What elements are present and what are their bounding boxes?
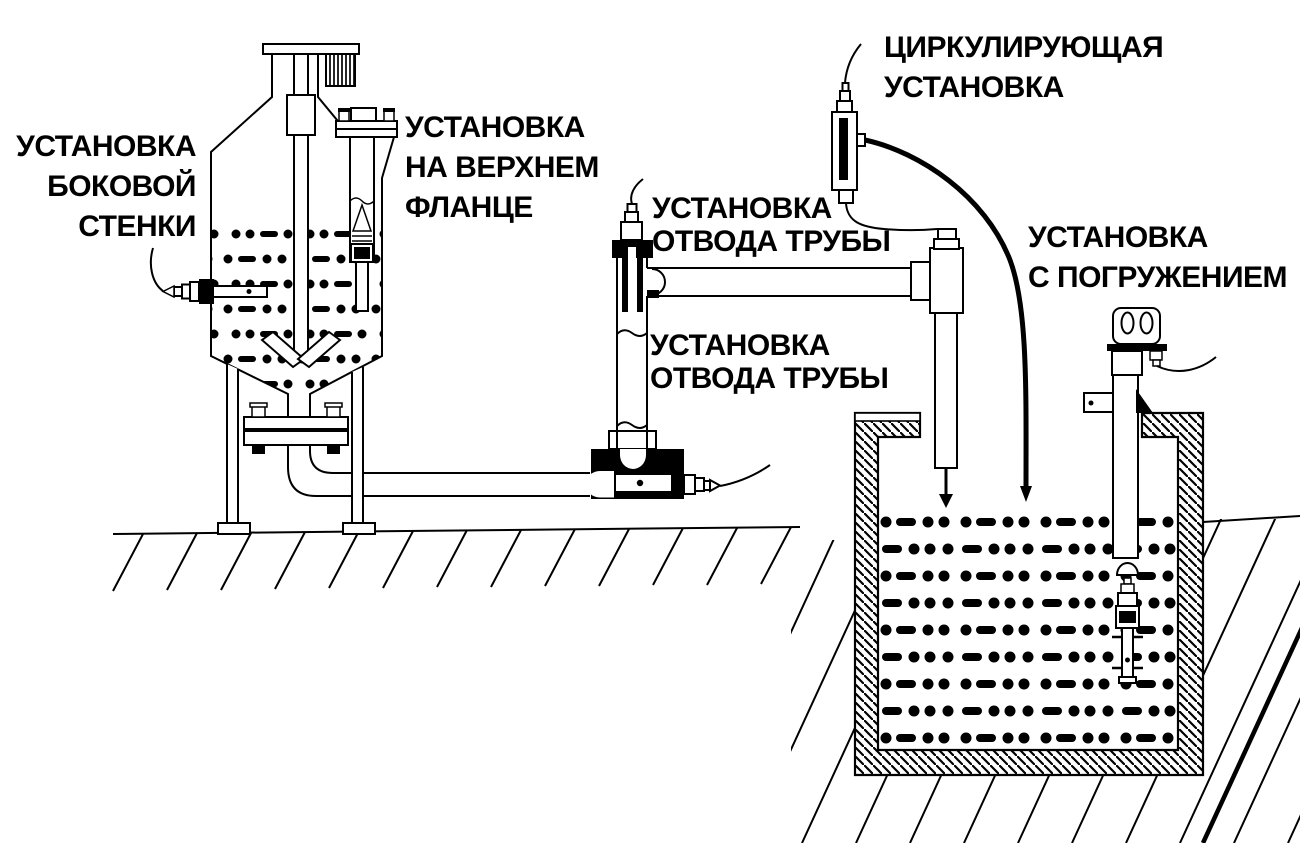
label-top-flange-installation: УСТАНОВКА НА ВЕРХНЕМ ФЛАНЦЕ	[405, 108, 599, 228]
branch-flange	[910, 261, 931, 301]
sensor-cable	[630, 178, 644, 205]
label-circulating-installation: ЦИРКУЛИРУЮЩАЯ УСТАНОВКА	[884, 28, 1164, 108]
tank-top-plate	[262, 43, 360, 55]
immersion-assembly	[1083, 307, 1217, 684]
sensor-head	[1112, 307, 1161, 345]
label-line: УСТАНОВКА	[405, 111, 585, 144]
tee-down-tube	[934, 312, 958, 469]
tee-body	[929, 247, 964, 314]
pipe-outlet-assembly	[316, 178, 771, 499]
label-line: УСТАНОВКА	[650, 329, 830, 362]
label-line: НА ВЕРХНЕМ	[405, 151, 599, 184]
top-flange-sensor	[335, 107, 398, 312]
label-line: УСТАНОВКА	[652, 192, 832, 225]
label-side-wall-installation: УСТАНОВКА БОКОВОЙ СТЕНКИ	[16, 127, 196, 247]
sensor-cable	[719, 464, 771, 487]
flow-cell-cable	[844, 43, 862, 84]
bottom-flange	[243, 402, 349, 454]
label-line: СТЕНКИ	[78, 210, 196, 243]
tank-assembly	[149, 43, 398, 535]
sensor-cable	[1156, 356, 1217, 372]
side-wall-sensor	[149, 247, 268, 304]
pit-left-rim-cap	[854, 412, 921, 422]
label-immersion-installation: УСТАНОВКА С ПОГРУЖЕНИЕМ	[1028, 218, 1288, 298]
mount-wedge	[1136, 389, 1153, 413]
ground-hatching-left	[112, 526, 801, 592]
head-body	[1111, 350, 1143, 376]
sensor-cable	[149, 247, 164, 292]
flow-arrow-right	[1020, 486, 1032, 502]
flow-arrow-left	[939, 468, 953, 508]
connector-tube	[845, 202, 938, 232]
label-line: БОКОВОЙ	[47, 170, 196, 203]
label-line: УСТАНОВКА	[1028, 221, 1208, 254]
label-line: С ПОГРУЖЕНИЕМ	[1028, 261, 1288, 294]
tank-legs	[217, 364, 376, 535]
outlet-sensor-bottom	[683, 464, 771, 495]
label-line: УСТАНОВКА	[16, 130, 196, 163]
label-line: УСТАНОВКА	[884, 71, 1064, 104]
pit-walls	[853, 411, 1205, 777]
collection-pit	[853, 411, 1205, 777]
circulating-assembly	[646, 43, 1032, 508]
return-hose	[864, 137, 1029, 489]
submerged-electrode	[1112, 562, 1143, 684]
motor-block	[325, 53, 356, 87]
label-line: ОТВОДА ТРУБЫ	[650, 362, 889, 395]
label-line: ФЛАНЦЕ	[405, 191, 533, 224]
agitator	[260, 55, 342, 369]
label-line: ЦИРКУЛИРУЮЩАЯ	[884, 31, 1164, 64]
label-pipe-outlet-installation-lower: УСТАНОВКА ОТВОДА ТРУБЫ	[650, 329, 889, 395]
outlet-sensor-top	[612, 178, 653, 258]
label-pipe-outlet-installation-upper: УСТАНОВКА ОТВОДА ТРУБЫ	[652, 192, 891, 258]
label-line: ОТВОДА ТРУБЫ	[652, 225, 891, 258]
flow-cell	[831, 43, 866, 204]
head-flange	[1107, 344, 1167, 351]
mount-plate	[1083, 392, 1114, 413]
immersion-pipe	[1112, 374, 1139, 559]
outlet-nipple	[856, 133, 866, 147]
